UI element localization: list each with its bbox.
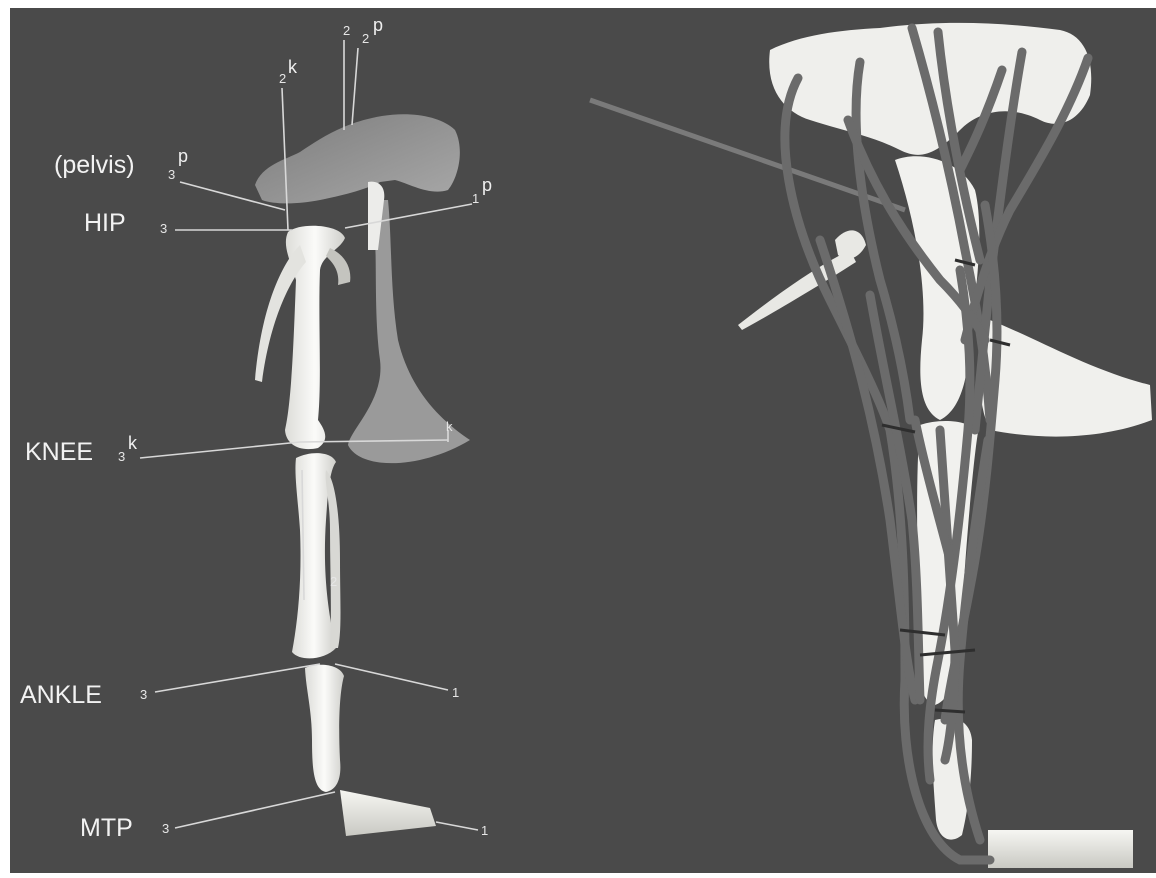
axis-knee-superscript: k [128,434,137,452]
axis-ankle-right-number: 1 [452,686,459,699]
axis-pelvis-number: 3 [168,168,175,181]
axis-pelvis-superscript: p [178,147,188,165]
axis-top-p-number: 2 [362,32,369,45]
axis-right-p-number: 1 [472,192,479,205]
label-hip: HIP [84,211,126,236]
axis-knee-right-superscript: k [446,420,453,433]
axis-top-k-superscript: k [288,58,297,76]
right-toe-block [988,830,1133,868]
axis-shank-number: 2 [330,575,337,588]
label-pelvis: (pelvis) [54,153,135,178]
axis-hip-number: 3 [160,222,167,235]
label-knee: KNEE [25,440,93,465]
axis-knee-number: 3 [118,450,125,463]
axis-top-k-number: 2 [279,72,286,85]
label-mtp: MTP [80,816,133,841]
axis-top-p-superscript: p [373,16,383,34]
axis-mtp-right-number: 1 [481,824,488,837]
axis-ankle-number: 3 [140,688,147,701]
axis-top-a-number: 2 [343,24,350,37]
axis-mtp-number: 3 [162,822,169,835]
label-ankle: ANKLE [20,683,102,708]
axis-right-p-superscript: p [482,176,492,194]
